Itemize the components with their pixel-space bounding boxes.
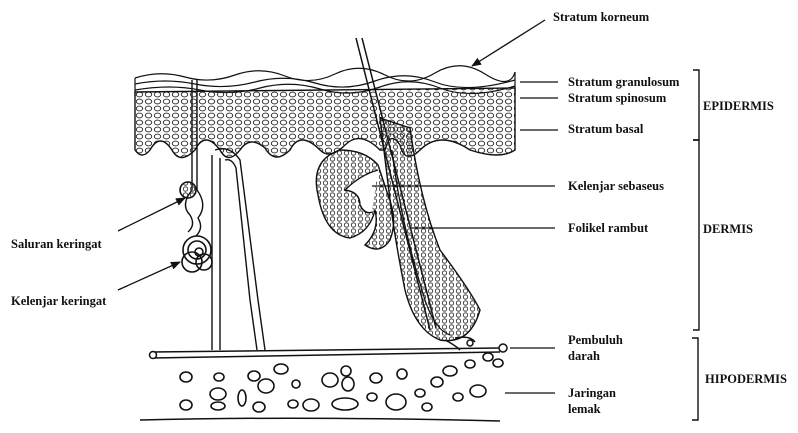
layer-dermis: DERMIS (703, 222, 753, 236)
label-jaringan: Jaringan (568, 386, 616, 400)
label-kelenjar-sebaseus: Kelenjar sebaseus (568, 179, 664, 193)
label-saluran-keringat: Saluran keringat (11, 237, 102, 251)
sebaceous-gland (316, 150, 393, 249)
layer-brackets (692, 70, 699, 420)
label-pembuluh: Pembuluh (568, 333, 623, 347)
hypodermis-baseline (140, 418, 500, 421)
label-folikel-rambut: Folikel rambut (568, 221, 648, 235)
label-lemak: lemak (568, 402, 601, 416)
layer-hipodermis: HIPODERMIS (705, 372, 787, 386)
label-stratum-korneum: Stratum korneum (553, 10, 649, 24)
dermal-vessel-columns (212, 149, 265, 350)
label-darah: darah (568, 349, 600, 363)
label-stratum-basal: Stratum basal (568, 122, 643, 136)
sweat-gland-coil (180, 182, 212, 272)
layer-epidermis: EPIDERMIS (703, 99, 774, 113)
label-stratum-granulosum: Stratum granulosum (568, 75, 679, 89)
fat-tissue (180, 353, 503, 412)
label-stratum-spinosum: Stratum spinosum (568, 91, 666, 105)
label-kelenjar-keringat: Kelenjar keringat (11, 294, 106, 308)
hair-follicle (380, 118, 480, 341)
